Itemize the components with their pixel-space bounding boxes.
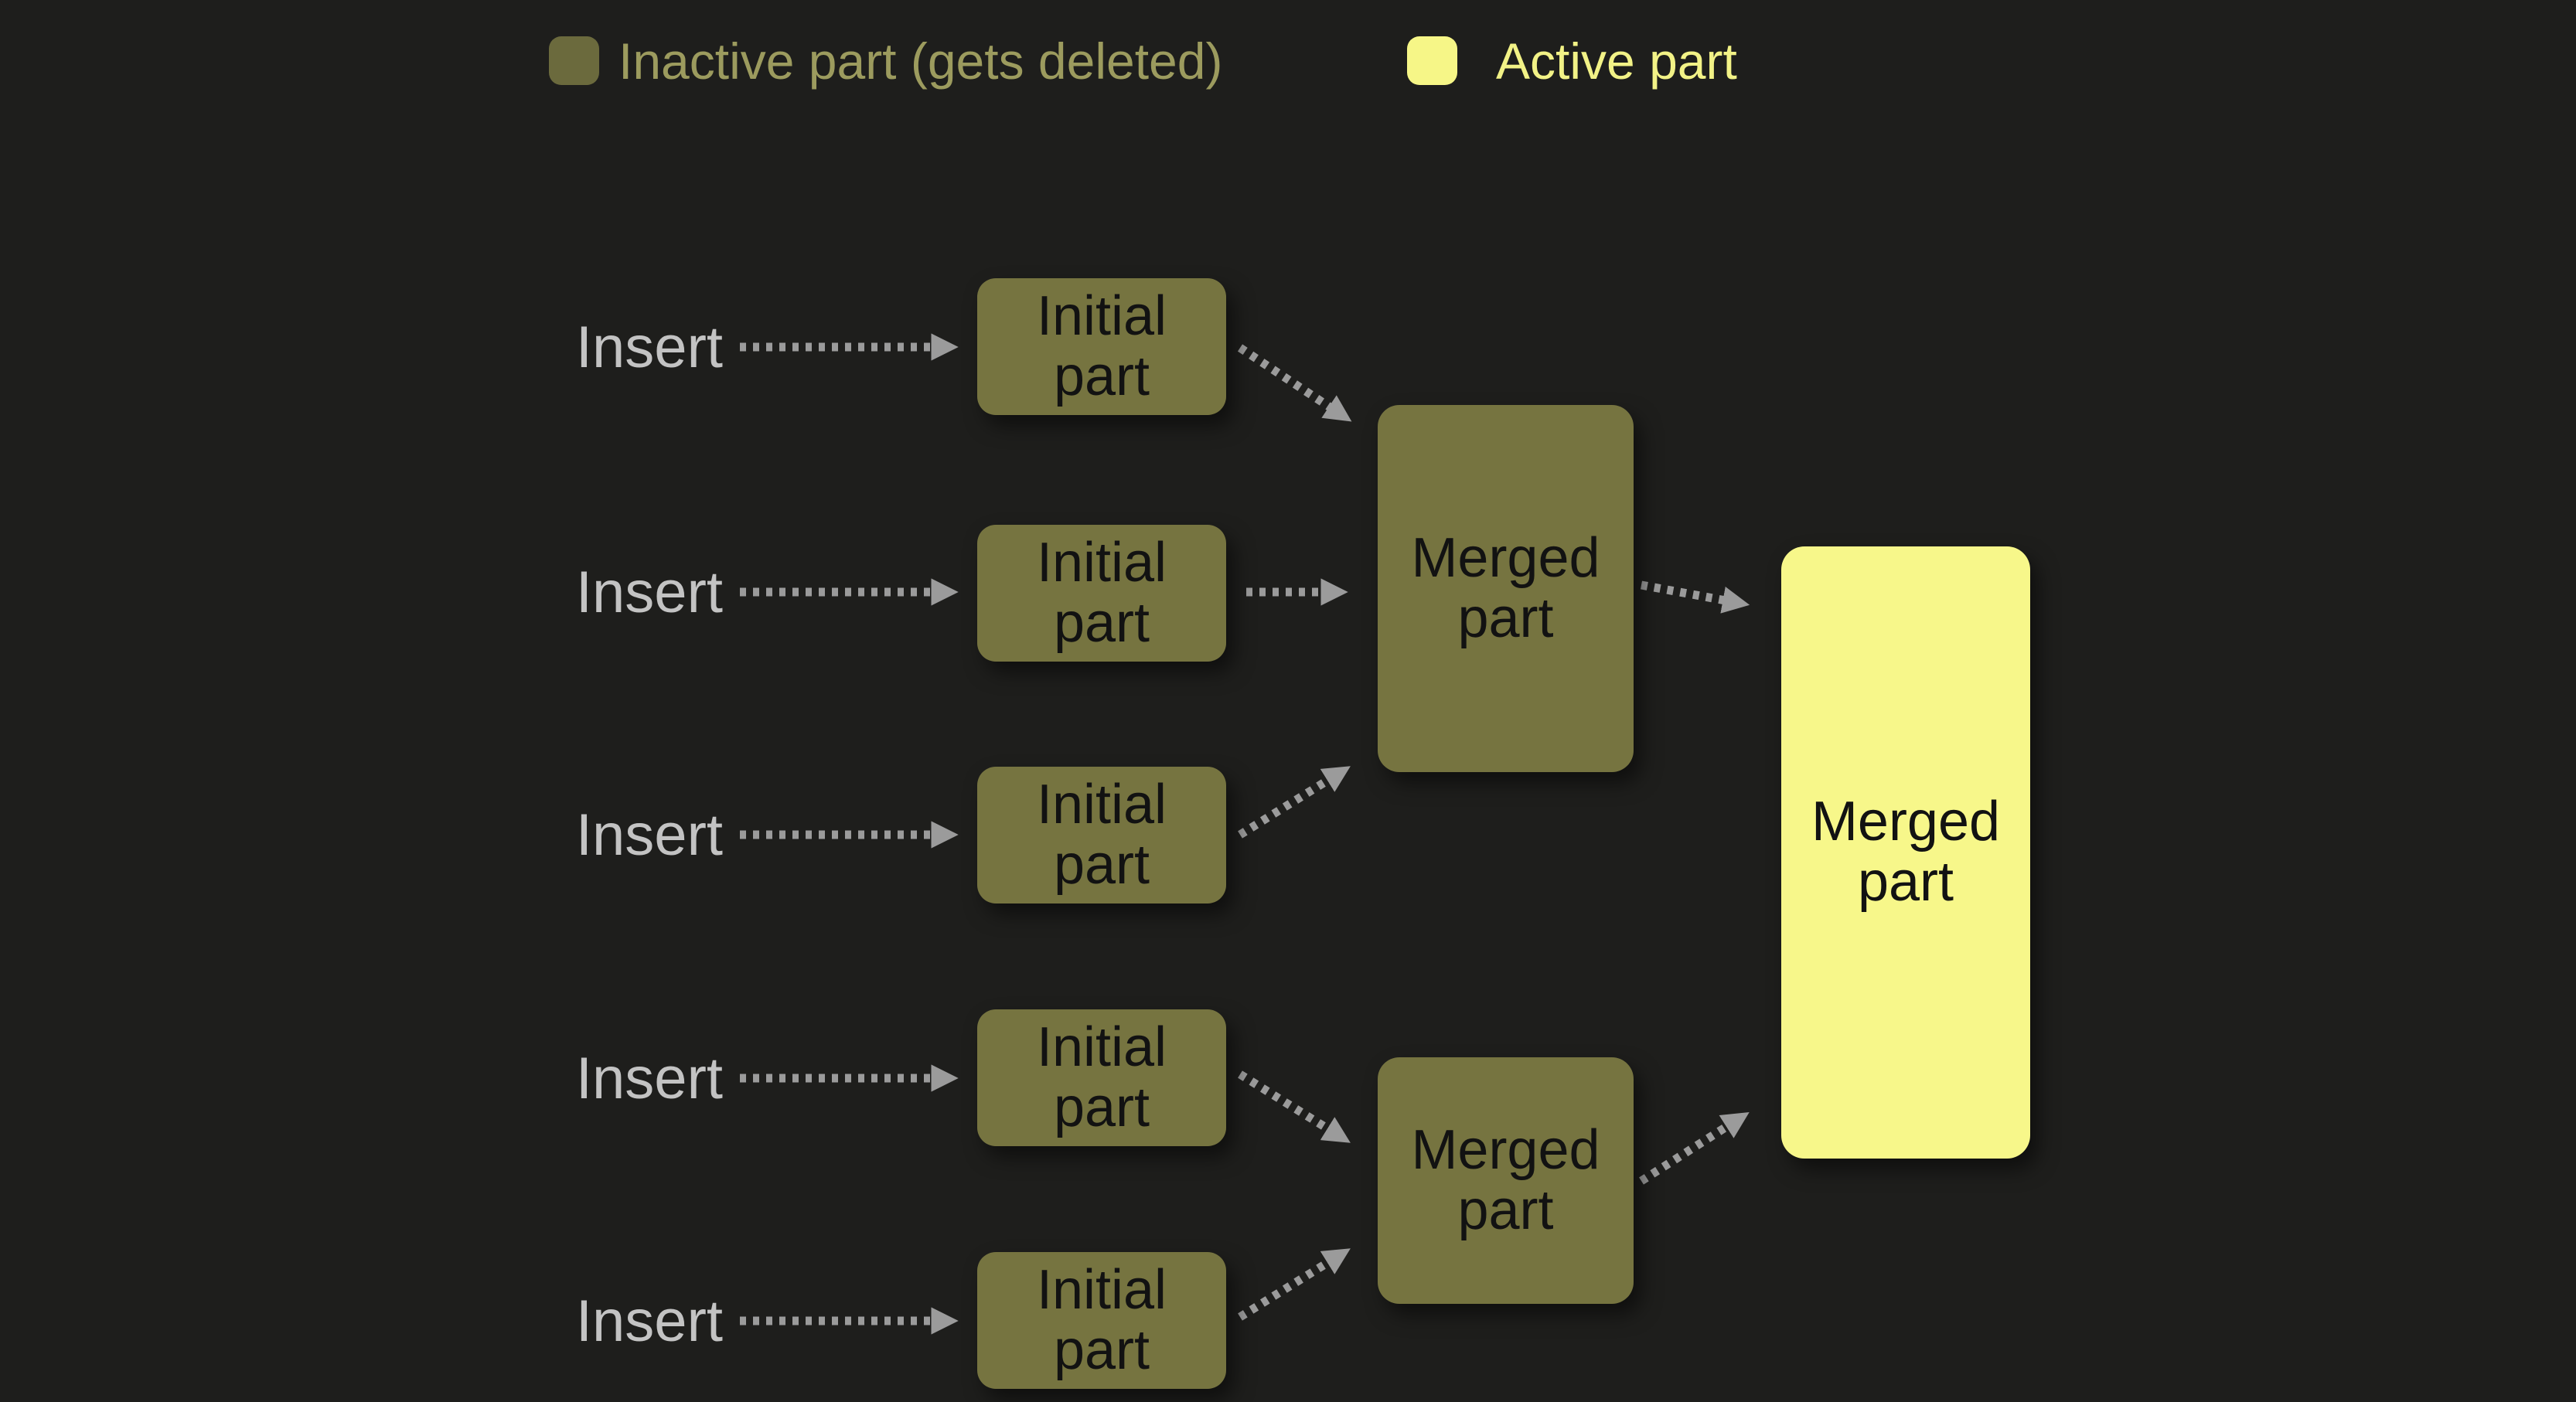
merged-part-label: Merged part	[1411, 1118, 1600, 1241]
initial-part-node-3: Initial part	[977, 767, 1226, 903]
merged-part-node-final-active: Merged part	[1781, 546, 2030, 1159]
legend-active-chip	[1407, 36, 1457, 85]
initial-part-label: Initial part	[1036, 531, 1167, 654]
insert-label-5: Insert	[575, 1288, 723, 1354]
merged-part-node-1: Merged part	[1378, 405, 1634, 772]
initial-part-label: Initial part	[1036, 773, 1167, 896]
insert-label-4: Insert	[575, 1045, 723, 1111]
initial-part-label: Initial part	[1036, 1016, 1167, 1138]
arrow-initial5-merged2	[1238, 1248, 1351, 1321]
legend-inactive-label: Inactive part (gets deleted)	[618, 32, 1223, 90]
legend-inactive-chip	[549, 36, 599, 85]
arrow-merged1-final	[1641, 580, 1750, 614]
merged-part-label: Merged part	[1811, 791, 2001, 913]
initial-part-node-5: Initial part	[977, 1252, 1226, 1389]
arrow-merged2-final	[1639, 1111, 1750, 1185]
initial-part-label: Initial part	[1036, 284, 1167, 407]
insert-label-3: Insert	[575, 801, 723, 868]
initial-part-label: Initial part	[1036, 1258, 1167, 1381]
insert-label-2: Insert	[575, 559, 723, 625]
merged-part-node-2: Merged part	[1378, 1057, 1634, 1304]
initial-part-node-1: Initial part	[977, 278, 1226, 415]
arrow-initial4-merged2	[1238, 1070, 1351, 1143]
initial-part-node-2: Initial part	[977, 525, 1226, 662]
legend-active-label: Active part	[1496, 32, 1737, 90]
initial-part-node-4: Initial part	[977, 1009, 1226, 1146]
insert-label-1: Insert	[575, 314, 723, 380]
merged-part-label: Merged part	[1411, 526, 1600, 649]
arrow-initial1-merged1	[1237, 344, 1352, 422]
arrow-initial3-merged1	[1238, 766, 1351, 839]
